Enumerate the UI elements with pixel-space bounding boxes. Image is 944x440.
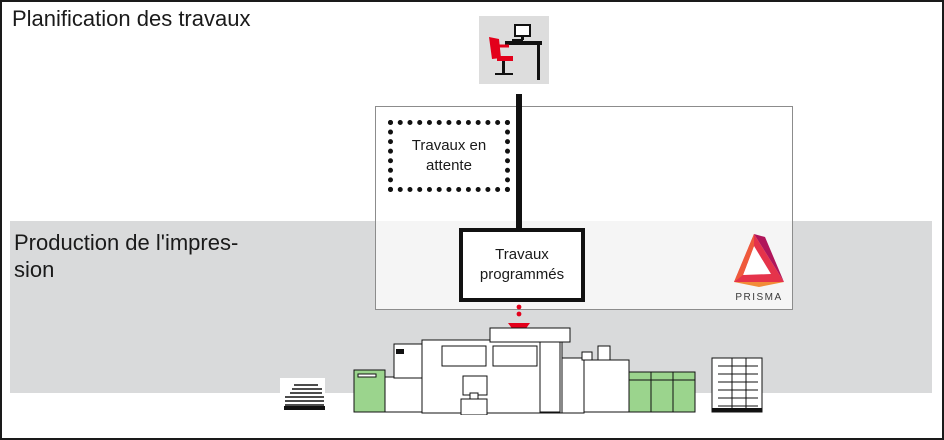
connector-line xyxy=(516,94,522,229)
production-printer-icon xyxy=(280,322,780,415)
production-label: Production de l'impres- sion xyxy=(14,230,239,282)
workstation-icon xyxy=(479,16,549,84)
scheduled-jobs-box: Travaux programmés xyxy=(459,228,585,302)
prisma-logo xyxy=(733,232,785,288)
waiting-jobs-box: Travaux en attente xyxy=(388,120,510,192)
prisma-wordmark: PRISMA xyxy=(735,292,783,303)
planning-label: Planification des travaux xyxy=(12,6,251,31)
